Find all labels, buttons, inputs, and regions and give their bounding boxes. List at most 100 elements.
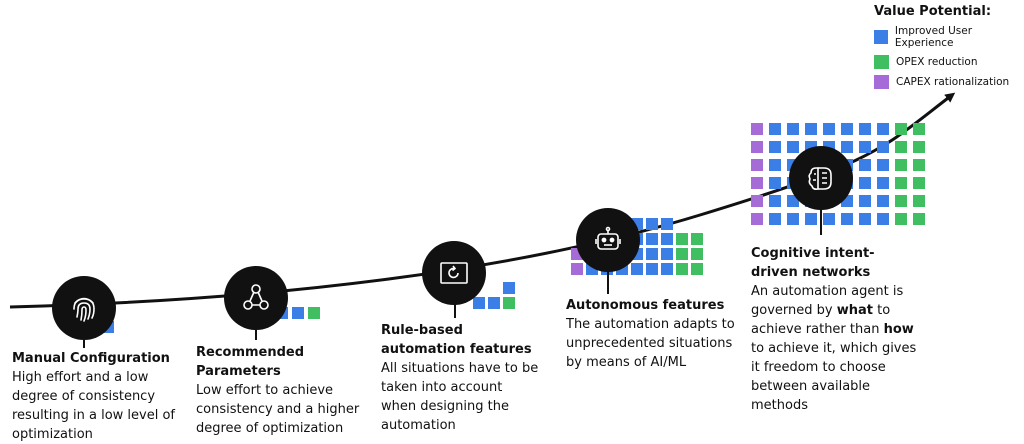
value-square [292,307,304,319]
value-square [859,159,871,171]
value-square [787,213,799,225]
network-icon [243,284,269,310]
stage-description-part: to achieve it, which gives it freedom to… [751,341,917,413]
value-square [751,213,763,225]
value-square [769,195,781,207]
stage-description: An automation agent is governed by what … [751,282,921,415]
fingerprint-icon [73,297,95,322]
automation-screen-icon [440,262,468,284]
value-square [805,123,817,135]
stage-title: Autonomous features [566,298,725,313]
value-square [823,123,835,135]
stage-description: The automation adapts to unprecedented s… [566,317,735,370]
value-square [913,213,925,225]
stage-stem [820,210,822,235]
value-square [769,177,781,189]
stage-description-part: to achieve rather than [751,303,891,337]
stage-2-icon-circle [224,266,288,330]
value-square [877,123,889,135]
value-square [751,177,763,189]
legend-title: Value Potential: [874,4,992,19]
value-square [895,195,907,207]
value-square [913,141,925,153]
legend-label: Improved User Experience [894,25,973,49]
value-square [841,123,853,135]
value-square [877,177,889,189]
value-square [473,297,485,309]
value-square [751,195,763,207]
value-square [895,177,907,189]
value-square [646,248,658,260]
value-square [676,263,688,275]
value-square [841,141,853,153]
value-square [877,195,889,207]
stage-title: Cognitive intent-driven networks [751,246,875,280]
value-square [571,263,583,275]
legend-item-capex: CAPEX rationalization [874,75,1024,89]
value-square [691,263,703,275]
stage-rule-based-automation: Rule-based automation features All situa… [381,321,541,435]
value-potential-legend: Value Potential: Improved User Experienc… [874,4,1024,95]
stage-autonomous-features: Autonomous features The automation adapt… [566,296,736,372]
stage-recommended-parameters: Recommended Parameters Low effort to ach… [196,343,368,438]
stage-4-icon-circle [576,208,640,272]
value-square [751,159,763,171]
value-square [859,195,871,207]
stage-description: All situations have to be taken into acc… [381,361,539,433]
value-square [691,248,703,260]
value-square [488,297,500,309]
stage-description-part: An automation agent is governed by [751,284,904,318]
value-square [751,141,763,153]
value-square [661,248,673,260]
value-square [308,307,320,319]
stage-description-emphasis: what [836,303,873,318]
value-square [676,248,688,260]
value-square [769,123,781,135]
stage-stem [607,270,609,294]
value-square [805,213,817,225]
value-square [859,213,871,225]
stage-title: Manual Configuration [12,351,170,366]
value-square [895,123,907,135]
stage-title: Recommended Parameters [196,345,305,379]
stage-5-icon-circle [789,146,853,210]
stage-stem [255,327,257,340]
value-square [661,233,673,245]
value-square [646,233,658,245]
legend-swatch-blue [874,30,888,44]
legend-label: CAPEX rationalization [896,76,1010,88]
value-square [913,123,925,135]
value-square [751,123,763,135]
value-square [769,159,781,171]
value-square [646,263,658,275]
stage-stem [454,302,456,318]
value-square [676,233,688,245]
value-square [661,218,673,230]
value-square [877,141,889,153]
brain-icon [808,167,832,190]
value-square [841,213,853,225]
value-square [895,213,907,225]
stage-description: Low effort to achieve consistency and a … [196,383,360,436]
legend-swatch-purple [874,75,889,89]
value-square [646,218,658,230]
stage-title: Rule-based automation features [381,323,532,357]
stage-3-icon-circle [422,241,486,305]
value-square [661,263,673,275]
stage-1-icon-circle [52,276,116,340]
value-square [913,177,925,189]
value-square [769,141,781,153]
value-square [787,123,799,135]
robot-icon [595,226,621,250]
value-square [877,213,889,225]
legend-swatch-green [874,55,889,69]
value-square [691,233,703,245]
legend-item-user-experience: Improved User Experience [874,25,1024,49]
value-square [877,159,889,171]
value-square [859,123,871,135]
value-square [895,141,907,153]
legend-item-opex: OPEX reduction [874,55,1024,69]
value-square [631,263,643,275]
stage-description: High effort and a low degree of consiste… [12,370,176,442]
stage-cognitive-intent-driven-networks: Cognitive intent-driven networks An auto… [751,244,921,415]
